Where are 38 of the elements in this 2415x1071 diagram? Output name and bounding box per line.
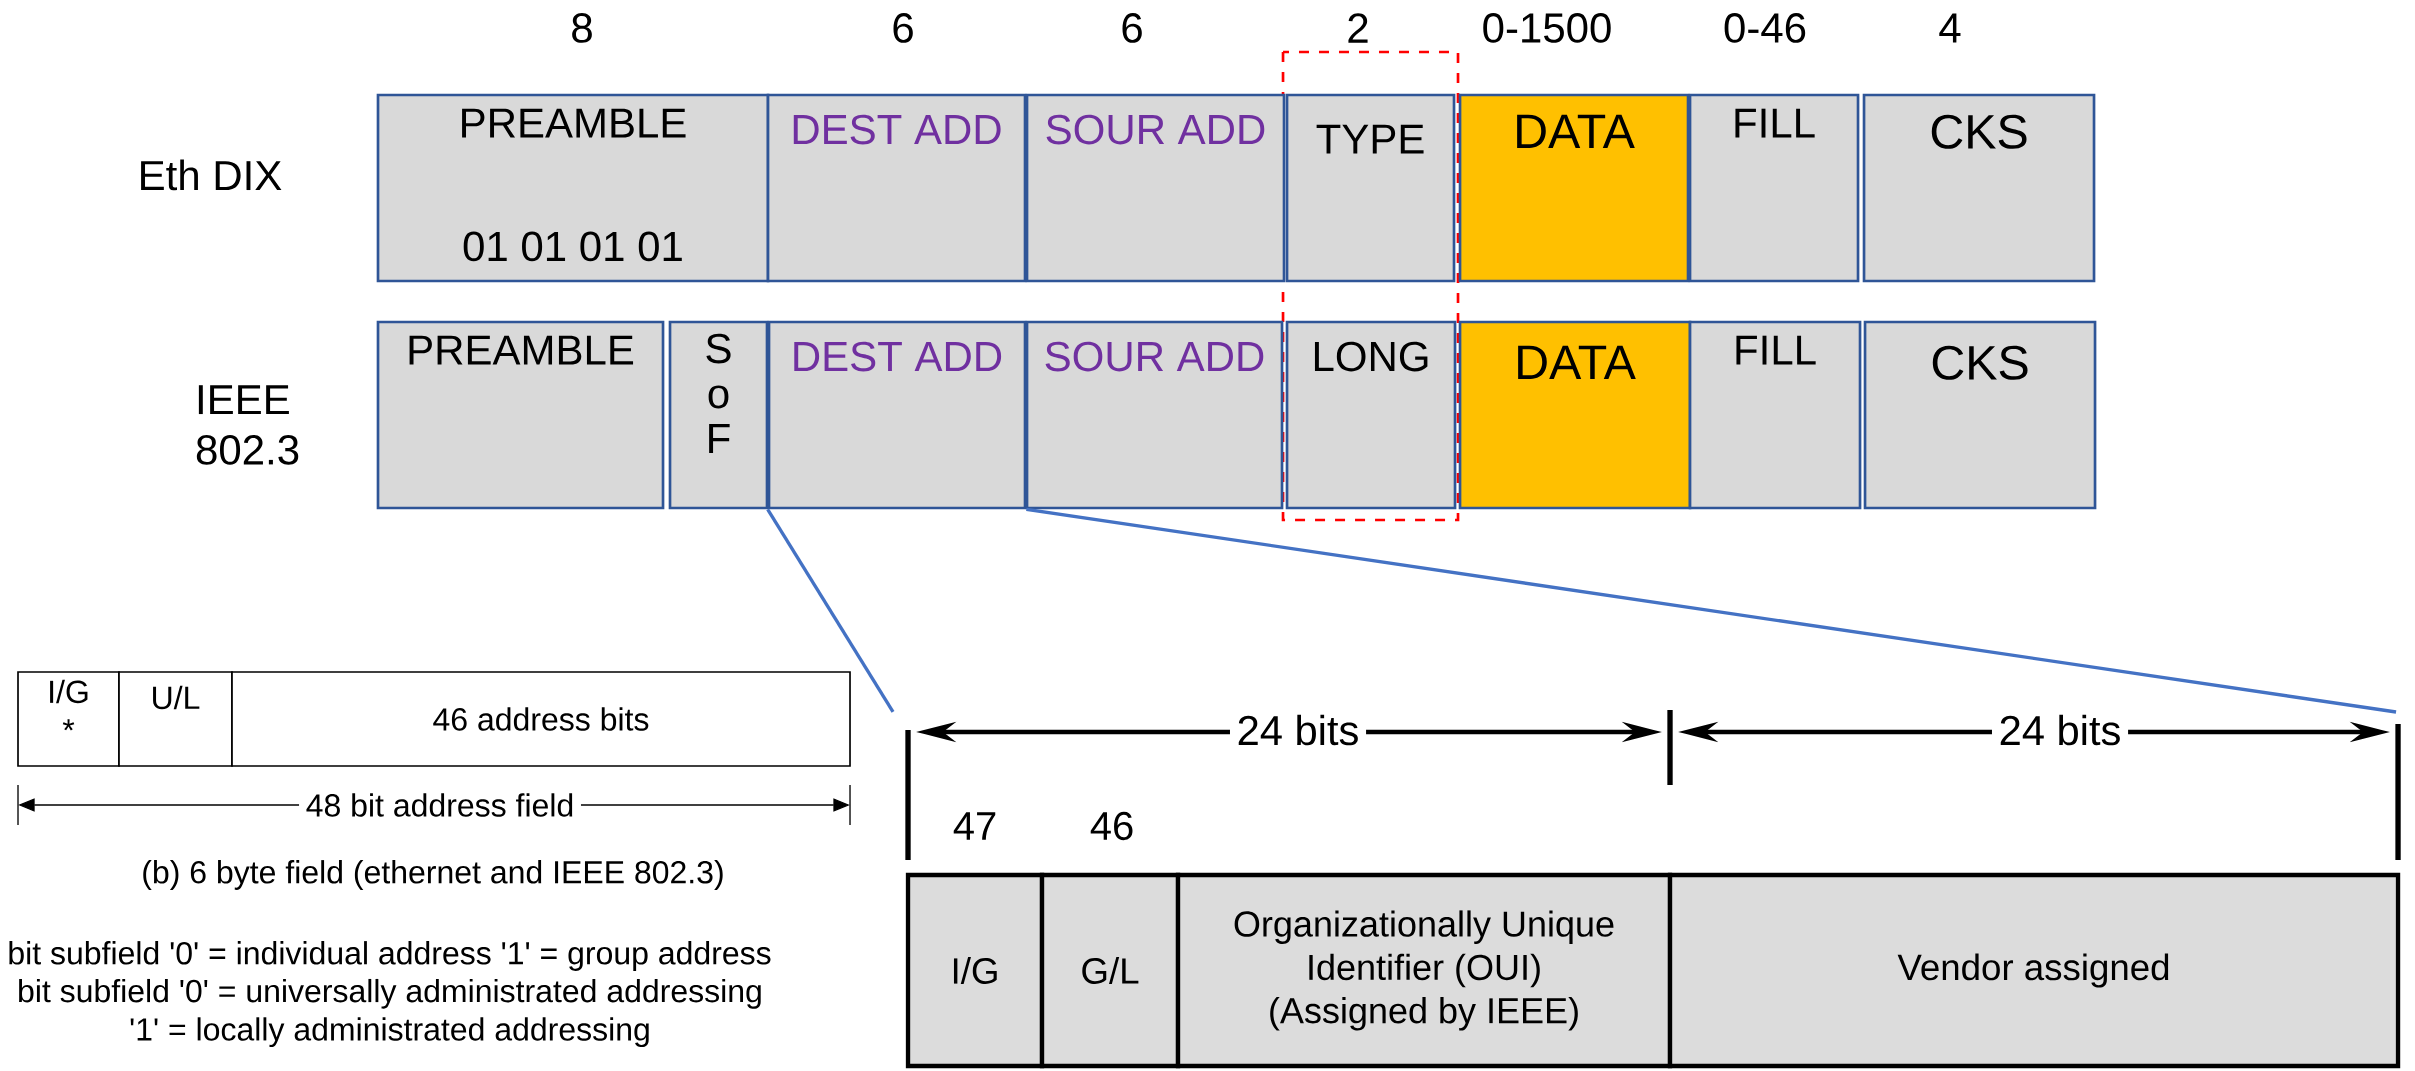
bit-number: 46 [1090, 811, 1133, 841]
field-box: DEST ADD [766, 93, 1027, 283]
field-box: TYPE [1285, 93, 1456, 283]
address-cell: U/L [118, 671, 233, 767]
field-box: SOUR ADD [1025, 320, 1284, 510]
byte-count: 6 [1122, 13, 1142, 43]
leader-line [766, 508, 895, 713]
byte-count: 2 [1348, 13, 1368, 43]
byte-count: 0-1500 [1483, 13, 1611, 43]
address-cell: Vendor assigned [1667, 872, 2401, 1069]
bit-number: 47 [953, 812, 996, 840]
address-cell: G/L [1039, 872, 1181, 1069]
address-cell: I/G [905, 872, 1045, 1069]
dimension-label: 24 bits [1992, 708, 2129, 752]
field-box: CKS [1863, 320, 2097, 510]
byte-count: 6 [893, 13, 913, 43]
address-cell: I/G * [17, 671, 120, 767]
field-box: DATA [1458, 93, 1690, 283]
byte-count: 4 [1939, 13, 1961, 43]
field-box: PREAMBLE [376, 320, 665, 510]
note-text: bit subfield '0' = universally administrated addressing '1' = locally administrated addressing [19, 978, 761, 1048]
field-box: PREAMBLE 01 01 01 01 [376, 93, 770, 283]
byte-count: 8 [572, 13, 592, 43]
field-box: LONG [1285, 320, 1457, 510]
dimension-label: 24 bits [1230, 708, 1367, 752]
dimension-label: 48 bit address field [299, 786, 581, 824]
leader-line [1026, 507, 2397, 714]
field-box: DATA [1458, 320, 1692, 510]
row-label: IEEE 802.3 [196, 385, 299, 465]
field-box: CKS [1862, 93, 2096, 283]
row-label: Eth DIX [141, 159, 282, 191]
field-box: FILL [1688, 320, 1862, 510]
field-box: SOUR ADD [1025, 93, 1286, 283]
field-box: S o F [668, 320, 769, 510]
caption: (b) 6 byte field (ethernet and IEEE 802.3) [143, 860, 723, 890]
byte-count: 0-46 [1724, 13, 1806, 43]
field-box: FILL [1688, 93, 1860, 283]
note-text: bit subfield '0' = individual address '1' = group address [9, 941, 771, 971]
